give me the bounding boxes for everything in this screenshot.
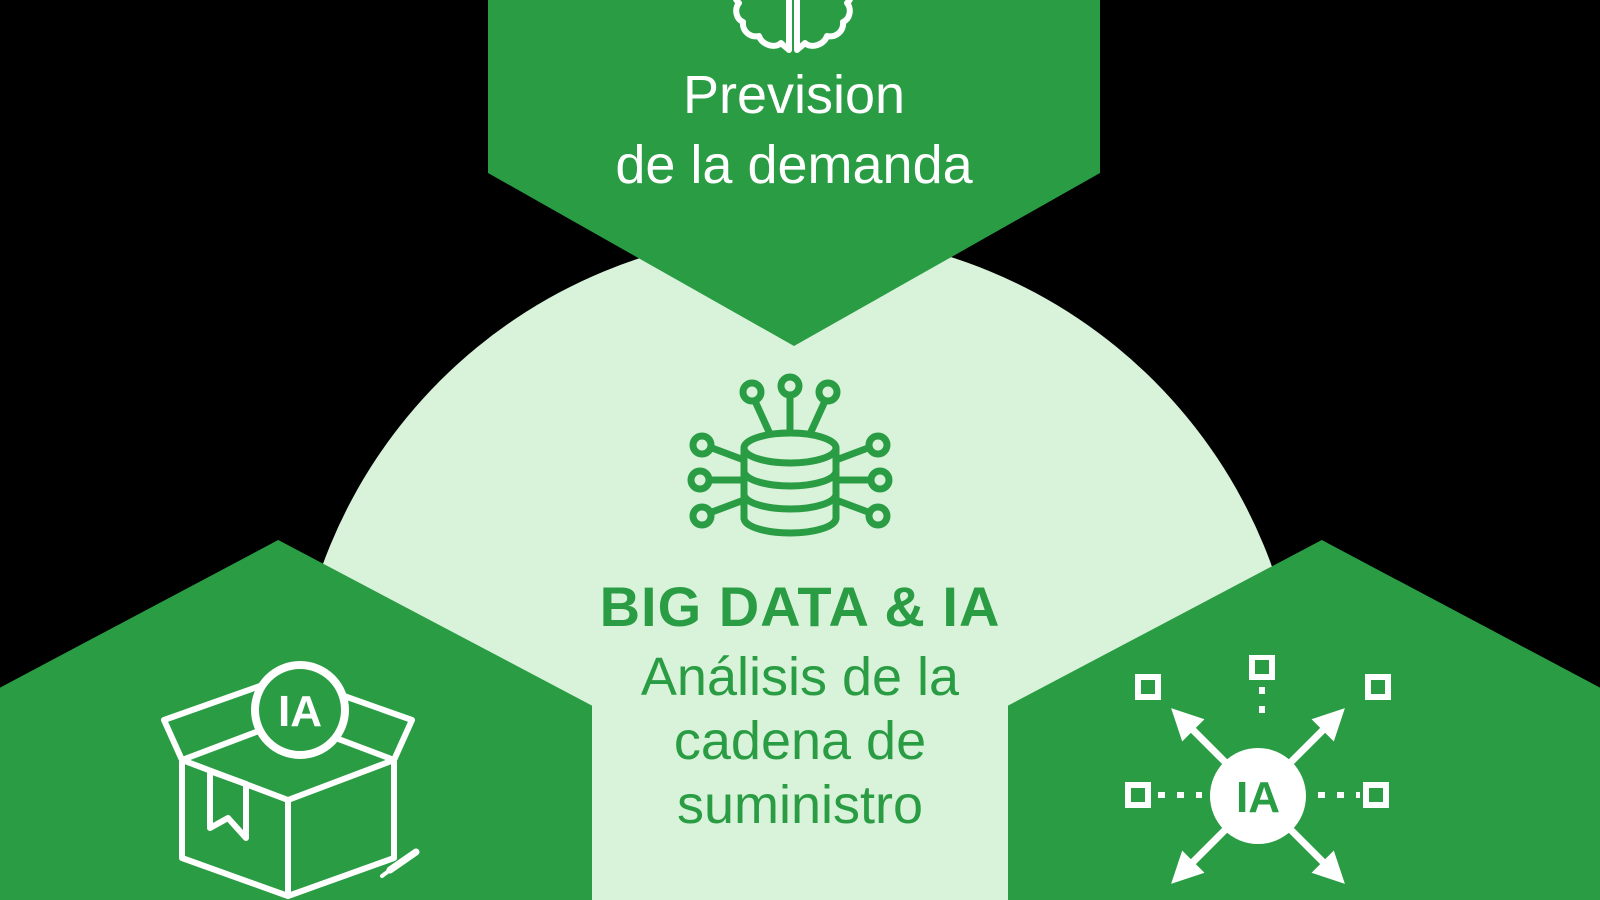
ia-badge-label: IA — [278, 687, 322, 736]
center-subtitle: Análisis de la cadena de suministro — [295, 645, 1305, 837]
center-title: BIG DATA & IA — [599, 575, 1001, 638]
top-label-line2: de la demanda — [615, 135, 973, 195]
distribution-ia-icon: IA — [1125, 655, 1391, 884]
database-network-icon — [687, 373, 893, 537]
top-label-line1: Prevision — [682, 65, 906, 125]
ia-hub-label: IA — [1236, 773, 1280, 822]
center-subtitle-line2: cadena de — [673, 711, 927, 771]
ia-hub: IA — [1210, 748, 1306, 844]
ia-badge: IA — [251, 661, 349, 759]
brain-icon — [733, 0, 853, 53]
center-subtitle-line3: suministro — [676, 775, 924, 835]
center-subtitle-line1: Análisis de la — [640, 647, 960, 707]
package-ia-icon: IA — [161, 661, 420, 899]
top-node-label: Prevision de la demanda — [488, 60, 1100, 200]
